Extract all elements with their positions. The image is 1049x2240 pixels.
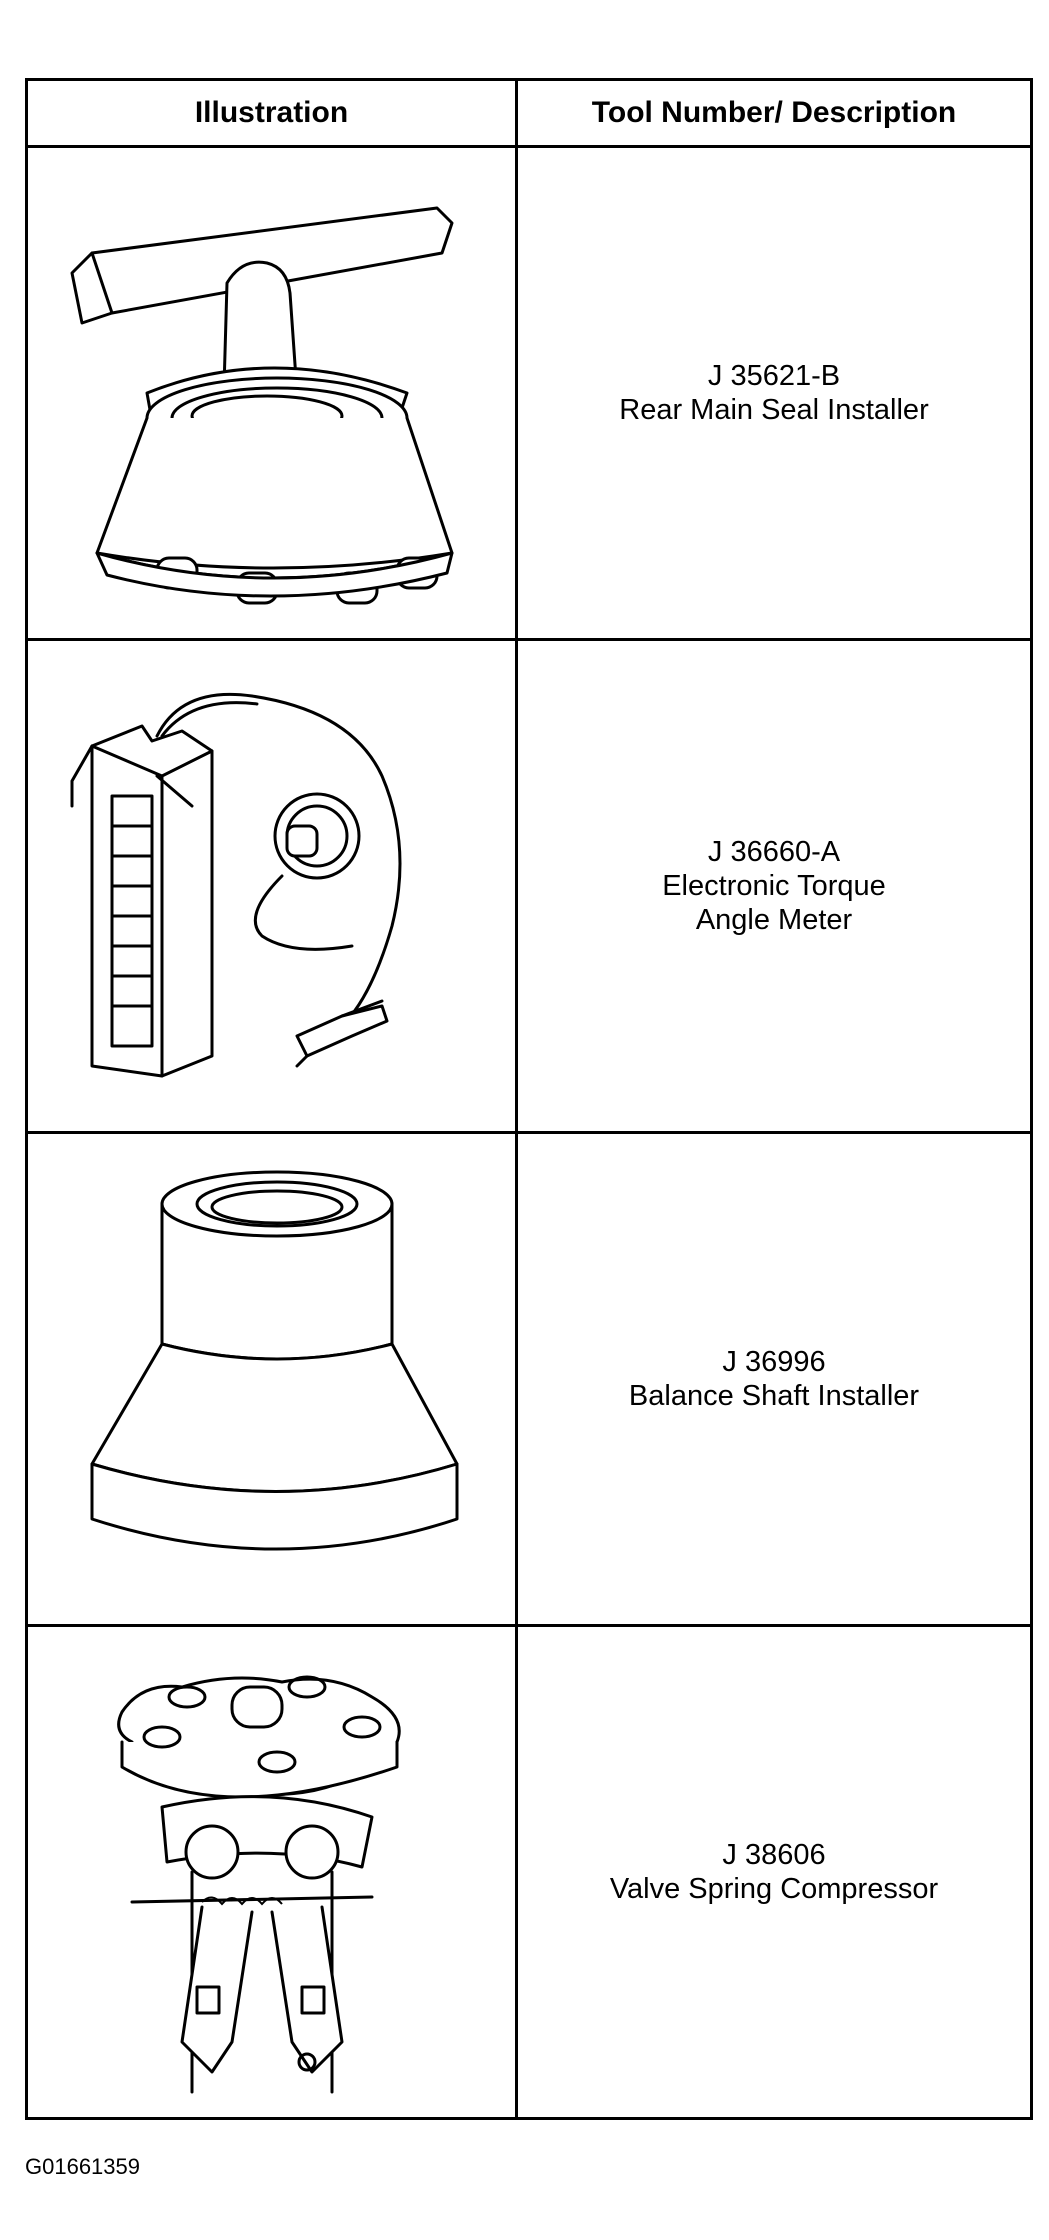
table-row: J 36996 Balance Shaft Installer (25, 1131, 1033, 1627)
figure-id: G01661359 (25, 2154, 140, 2179)
description-cell: J 38606 Valve Spring Compressor (515, 1624, 1033, 2120)
tool-number: J 36996 (722, 1346, 826, 1378)
tool-number: J 36660-A (707, 836, 841, 868)
description-cell: J 35621-B Rear Main Seal Installer (515, 145, 1033, 641)
illustration-cell (25, 145, 518, 641)
tool-description: Valve Spring Compressor (609, 1873, 939, 1905)
tool-number: J 38606 (722, 1839, 826, 1871)
header-row: Illustration Tool Number/ Description (25, 78, 1033, 148)
description-header: Tool Number/ Description (515, 78, 1033, 148)
tool-description-line-2: Angle Meter (695, 904, 853, 936)
balance-shaft-installer-illustration (90, 1170, 458, 1551)
description-cell: J 36660-A Electronic Torque Angle Meter (515, 638, 1033, 1134)
tool-number: J 35621-B (707, 360, 841, 392)
tool-description: Balance Shaft Installer (628, 1380, 920, 1412)
illustration-cell (25, 1131, 518, 1627)
valve-spring-compressor-illustration (116, 1675, 401, 2094)
illustration-cell (25, 638, 518, 1134)
table-row: J 38606 Valve Spring Compressor (25, 1624, 1033, 2120)
rear-main-seal-installer-illustration (70, 206, 453, 605)
tool-description: Electronic Torque (662, 870, 886, 902)
special-tools-table: Illustration Tool Number/ Description (25, 78, 1033, 2120)
illustration-header: Illustration (25, 78, 518, 148)
illustration-cell (25, 1624, 518, 2120)
electronic-torque-angle-meter-illustration (70, 692, 401, 1078)
table-row: J 36660-A Electronic Torque Angle Meter (25, 638, 1033, 1134)
table-row: J 35621-B Rear Main Seal Installer (25, 145, 1033, 641)
description-cell: J 36996 Balance Shaft Installer (515, 1131, 1033, 1627)
tool-description: Rear Main Seal Installer (619, 394, 929, 426)
